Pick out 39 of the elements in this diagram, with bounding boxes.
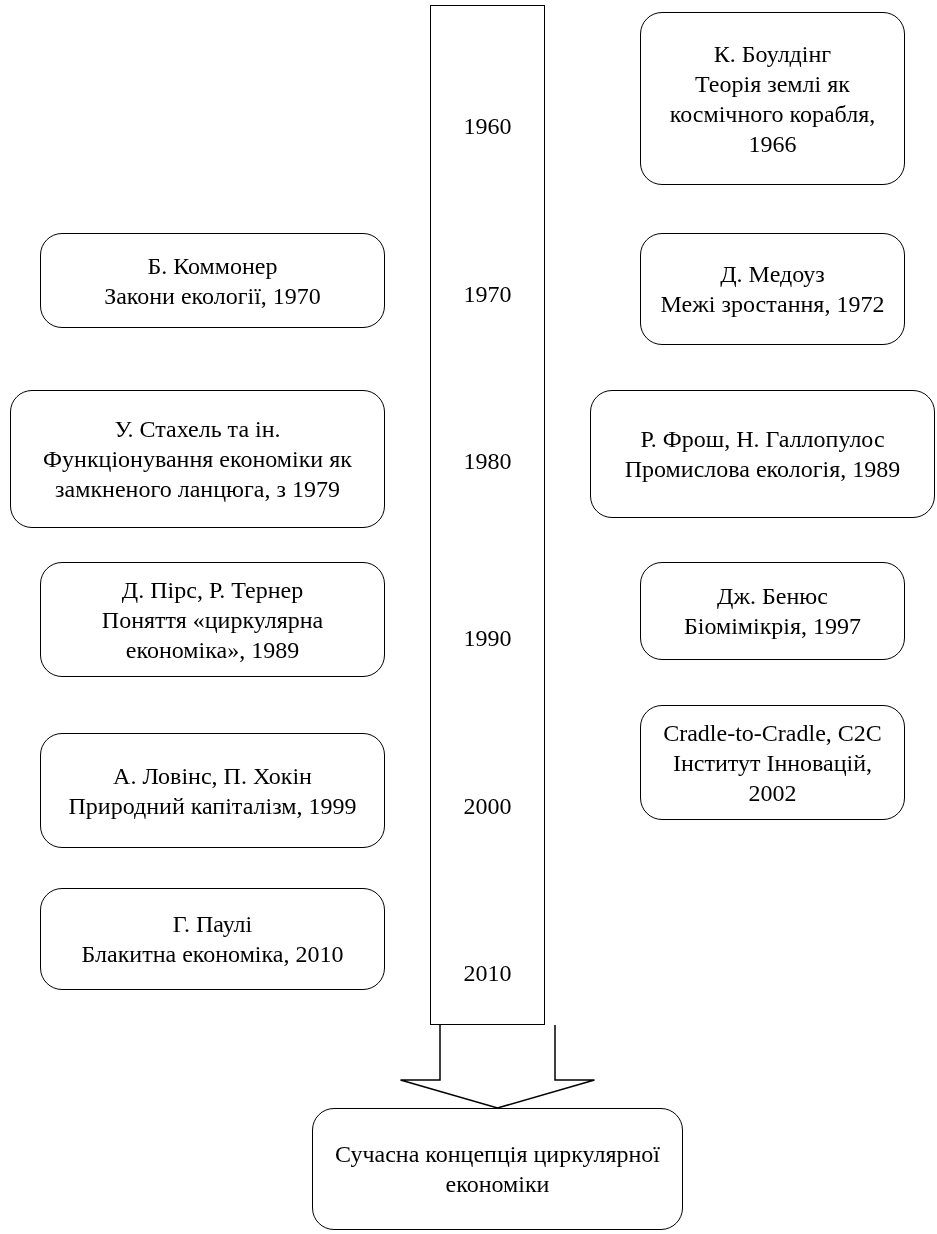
- event-box: [10, 390, 385, 528]
- event-text: Межі зростання, 1972: [660, 290, 885, 319]
- year-label: 1970: [462, 280, 513, 309]
- author-name: Дж. Бенюс: [717, 582, 828, 611]
- event-text: Поняття «циркулярна економіка», 1989: [100, 605, 325, 665]
- event-text: Природний капіталізм, 1999: [68, 791, 357, 821]
- event-text: Теорія землі як космічного корабля, 1966: [668, 69, 877, 159]
- event-text: Промислова екологія, 1989: [624, 455, 901, 484]
- timeline-bar: [430, 5, 545, 1025]
- event-box: [640, 562, 905, 660]
- year-label: 1960: [462, 112, 513, 141]
- year-label: 1990: [462, 624, 513, 653]
- event-text: Закони екології, 1970: [104, 281, 321, 311]
- year-label: 1980: [462, 447, 513, 476]
- event-box: [40, 888, 385, 990]
- event-box: [640, 233, 905, 345]
- event-text: Блакитна економіка, 2010: [81, 940, 344, 969]
- event-text: Сучасна концепція циркулярної економіки: [334, 1140, 661, 1199]
- author-name: У. Стахель та ін.: [114, 415, 281, 444]
- event-text: Функціонування економіки як замкненого ланцюга, з 1979: [42, 445, 353, 504]
- author-name: Г. Паулі: [172, 910, 253, 939]
- author-name: Р. Фрош, Н. Галлопулос: [640, 425, 885, 454]
- event-box: [40, 233, 385, 328]
- event-box: [640, 12, 905, 185]
- year-label: 2000: [462, 792, 513, 821]
- event-text: Cradle-to-Cradle, C2C Інститут Інновацій, 2002: [662, 718, 883, 808]
- author-name: Д. Пірс, Р. Тернер: [121, 575, 304, 605]
- result-box: [312, 1108, 683, 1230]
- event-box: [640, 705, 905, 820]
- block-arrow: [399, 1024, 596, 1109]
- event-box: [590, 390, 935, 518]
- author-name: К. Боулдінг: [713, 39, 832, 69]
- author-name: А. Ловінс, П. Хокін: [113, 761, 312, 791]
- author-name: Б. Коммонер: [147, 251, 278, 281]
- author-name: Д. Медоуз: [720, 260, 825, 289]
- year-label: 2010: [462, 959, 513, 988]
- event-box: [40, 562, 385, 677]
- event-box: [40, 733, 385, 848]
- event-text: Біомімікрія, 1997: [683, 612, 862, 641]
